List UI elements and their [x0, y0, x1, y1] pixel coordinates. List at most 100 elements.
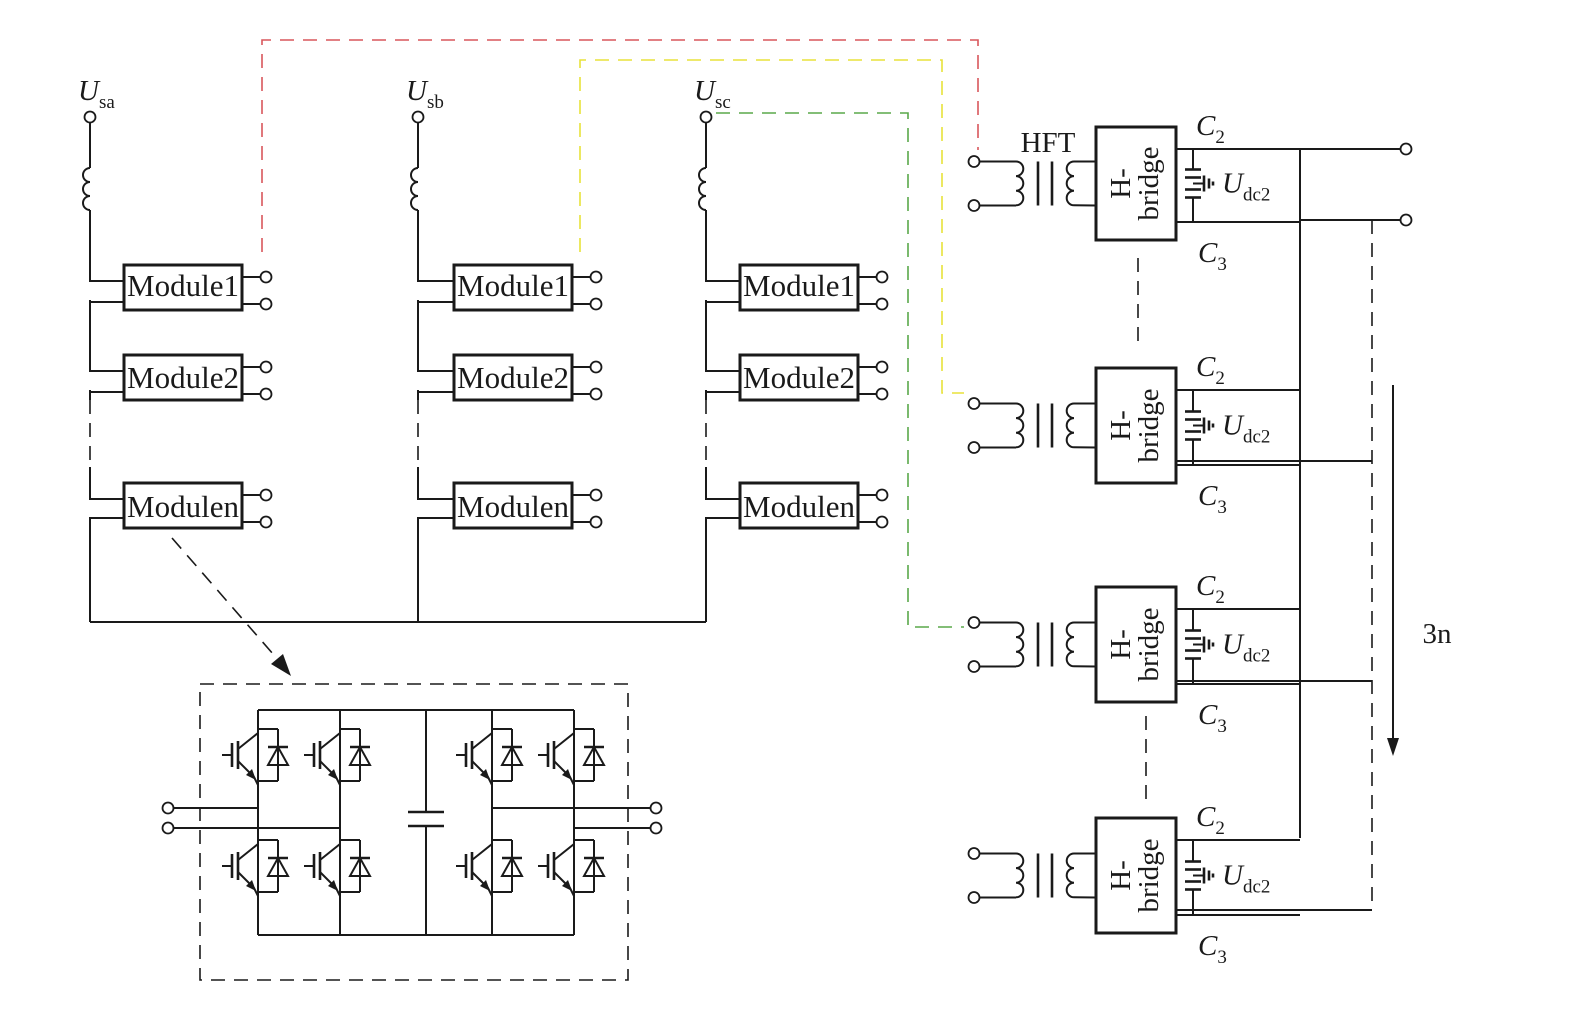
capacitor-top-label: C2 — [1196, 110, 1225, 148]
module-1-label: Module1 — [127, 268, 239, 303]
transformer-primary-coil — [1015, 160, 1025, 207]
stack-label: 3n — [1423, 618, 1453, 650]
source-label-b-symbol: U — [406, 75, 429, 107]
terminal — [875, 270, 889, 284]
dc-voltage-label: Udc2 — [1222, 860, 1270, 898]
transformer-primary-coil — [1015, 621, 1025, 668]
module-2-box — [122, 353, 244, 402]
igbt-arrow — [246, 769, 256, 780]
h-bridge-label: H-bridge — [1105, 607, 1165, 681]
source-label-a-subscript: sa — [99, 92, 115, 113]
h-bridge-label-line1: H- — [1105, 168, 1137, 199]
transformer-secondary-coil — [1065, 852, 1097, 899]
terminal — [875, 297, 889, 311]
diode-symbol — [348, 744, 372, 766]
terminal — [589, 297, 603, 311]
igbt-arrow — [562, 769, 572, 780]
dc-voltage-label-symbol: U — [1222, 860, 1245, 892]
igbt-switch — [222, 725, 290, 786]
h-bridge-label: H-bridge — [1105, 388, 1165, 462]
h-bridge-label-line1: H- — [1105, 410, 1137, 441]
igbt-arrow — [480, 769, 490, 780]
terminal — [875, 360, 889, 374]
terminal — [589, 360, 603, 374]
transformer-secondary-coil — [1065, 160, 1097, 207]
capacitor-bottom-label-subscript: 3 — [1217, 716, 1227, 737]
capacitor-bottom-label-subscript: 3 — [1217, 497, 1227, 518]
terminal — [259, 387, 273, 401]
capacitor-top-label: C2 — [1196, 801, 1225, 839]
igbt-collector — [553, 836, 575, 861]
wire — [89, 339, 124, 372]
terminal — [967, 441, 981, 454]
source-label-a: Usa — [78, 75, 115, 113]
terminal — [967, 199, 981, 212]
terminal — [967, 847, 981, 860]
phase-a-link — [261, 39, 979, 252]
terminal — [1399, 142, 1413, 156]
terminal — [411, 110, 425, 124]
dc-voltage-label-subscript: dc2 — [1243, 427, 1270, 448]
module-n-label: Modulen — [457, 489, 569, 524]
igbt-collector — [237, 836, 259, 861]
dc-voltage-label-subscript: dc2 — [1243, 646, 1270, 667]
h-bridge-box — [1094, 816, 1178, 935]
source-label-a-symbol: U — [78, 75, 101, 107]
h-bridge-box — [1094, 366, 1178, 485]
h-bridge-label-line2: bridge — [1133, 838, 1165, 912]
wire — [89, 517, 124, 622]
wire — [705, 467, 740, 500]
terminal — [967, 660, 981, 673]
module-2-box — [452, 353, 574, 402]
dc-voltage-label-subscript: dc2 — [1243, 185, 1270, 206]
dc-voltage-label-symbol: U — [1222, 629, 1245, 661]
module-n-box — [122, 481, 244, 530]
module-2-label: Module2 — [457, 360, 569, 395]
terminal — [875, 387, 889, 401]
terminal — [589, 488, 603, 502]
wire — [417, 339, 454, 372]
terminal — [259, 297, 273, 311]
capacitor-bottom-label-subscript: 3 — [1217, 254, 1227, 275]
module-1-box — [738, 263, 860, 312]
detail-pointer — [171, 537, 281, 663]
igbt-switch — [456, 725, 524, 786]
igbt-collector — [319, 836, 341, 861]
transformer-secondary-coil — [1065, 621, 1097, 668]
igbt-switch — [538, 836, 606, 897]
terminal — [967, 616, 981, 629]
terminal — [589, 270, 603, 284]
igbt-arrow — [246, 880, 256, 891]
capacitor-bottom-label-symbol: C — [1198, 699, 1218, 731]
h-bridge-box — [1094, 585, 1178, 704]
capacitor-bottom-label-symbol: C — [1198, 930, 1218, 962]
igbt-switch — [304, 836, 372, 897]
capacitor-top-label-subscript: 2 — [1215, 818, 1225, 839]
capacitor-top-label-symbol: C — [1196, 801, 1216, 833]
module-2-box — [738, 353, 860, 402]
wire — [705, 339, 740, 372]
diode-symbol — [500, 744, 524, 766]
igbt-switch — [456, 836, 524, 897]
terminal — [161, 801, 175, 815]
diode-symbol — [266, 744, 290, 766]
capacitor-bottom-label-symbol: C — [1198, 480, 1218, 512]
capacitor-top-label-subscript: 2 — [1215, 127, 1225, 148]
terminal — [649, 821, 663, 835]
igbt-collector — [471, 836, 493, 861]
source-label-c-subscript: sc — [715, 92, 731, 113]
terminal — [259, 515, 273, 529]
transformer-primary-coil — [1015, 402, 1025, 449]
terminal — [83, 110, 97, 124]
arrow-head — [271, 654, 291, 676]
terminal — [589, 387, 603, 401]
terminal — [1399, 213, 1413, 227]
terminal — [259, 360, 273, 374]
inductor — [698, 167, 707, 211]
capacitor-top-label-subscript: 2 — [1215, 587, 1225, 608]
detail-frame — [199, 683, 629, 981]
terminal — [967, 155, 981, 168]
transformer-secondary-coil — [1065, 402, 1097, 449]
